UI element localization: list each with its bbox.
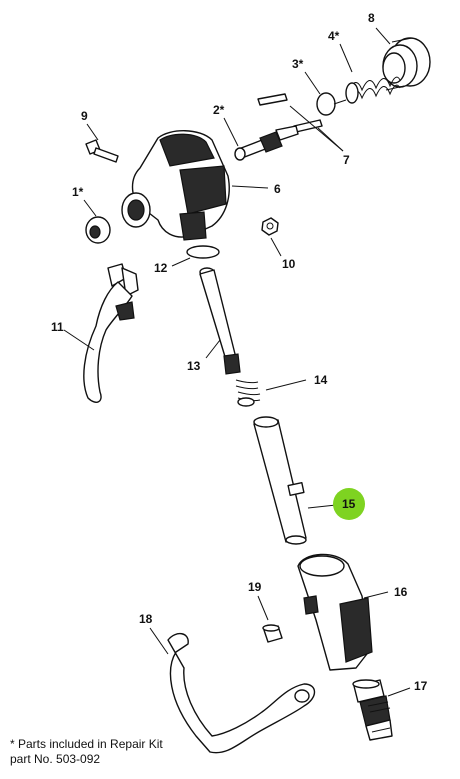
part-3-seal-disc[interactable]: [316, 92, 347, 116]
part-10-hex-nut[interactable]: [261, 217, 279, 236]
part-14-spring[interactable]: [235, 379, 261, 407]
part-19-insert[interactable]: [262, 624, 283, 643]
callout-14[interactable]: 14: [314, 373, 328, 387]
repair-kit-footnote: * Parts included in Repair Kit part No. …: [10, 737, 163, 767]
callout-2[interactable]: 2*: [213, 103, 225, 117]
callout-11[interactable]: 11: [51, 320, 64, 334]
callout-7[interactable]: 7: [343, 153, 350, 167]
callout-9[interactable]: 9: [81, 109, 88, 123]
callout-8[interactable]: 8: [368, 11, 375, 25]
footnote-line-1: * Parts included in Repair Kit: [10, 737, 163, 751]
callout-13[interactable]: 13: [187, 359, 201, 373]
part-18-trigger-guard[interactable]: [167, 633, 316, 754]
part-15-filter-sleeve[interactable]: [253, 416, 307, 545]
callout-10[interactable]: 10: [282, 257, 296, 271]
callout-17[interactable]: 17: [414, 679, 428, 693]
callout-1[interactable]: 1*: [72, 185, 84, 199]
part-13-tube[interactable]: [199, 267, 241, 375]
part-4-spring[interactable]: [345, 76, 401, 104]
part-17-swivel-fitting[interactable]: [352, 679, 393, 741]
part-7-pins[interactable]: [257, 93, 323, 133]
footnote-line-2: part No. 503-092: [10, 752, 101, 766]
callout-3[interactable]: 3*: [292, 57, 304, 71]
part-12-o-ring[interactable]: [186, 245, 220, 259]
part-6-gun-body[interactable]: [121, 130, 230, 241]
callout-16[interactable]: 16: [394, 585, 408, 599]
callout-15[interactable]: 15: [342, 497, 356, 511]
callout-15-highlight[interactable]: [333, 488, 365, 520]
callout-4[interactable]: 4*: [328, 29, 340, 43]
part-16-handle-housing[interactable]: [297, 553, 373, 671]
callout-18[interactable]: 18: [139, 612, 153, 626]
callout-12[interactable]: 12: [154, 261, 168, 275]
part-9-screw[interactable]: [85, 139, 119, 163]
part-8-nut[interactable]: [382, 37, 431, 91]
part-11-trigger[interactable]: [83, 263, 139, 403]
part-2-valve-stem[interactable]: [234, 125, 299, 161]
part-1-seat[interactable]: [85, 216, 111, 244]
callout-19[interactable]: 19: [248, 580, 262, 594]
callout-6[interactable]: 6: [274, 182, 281, 196]
